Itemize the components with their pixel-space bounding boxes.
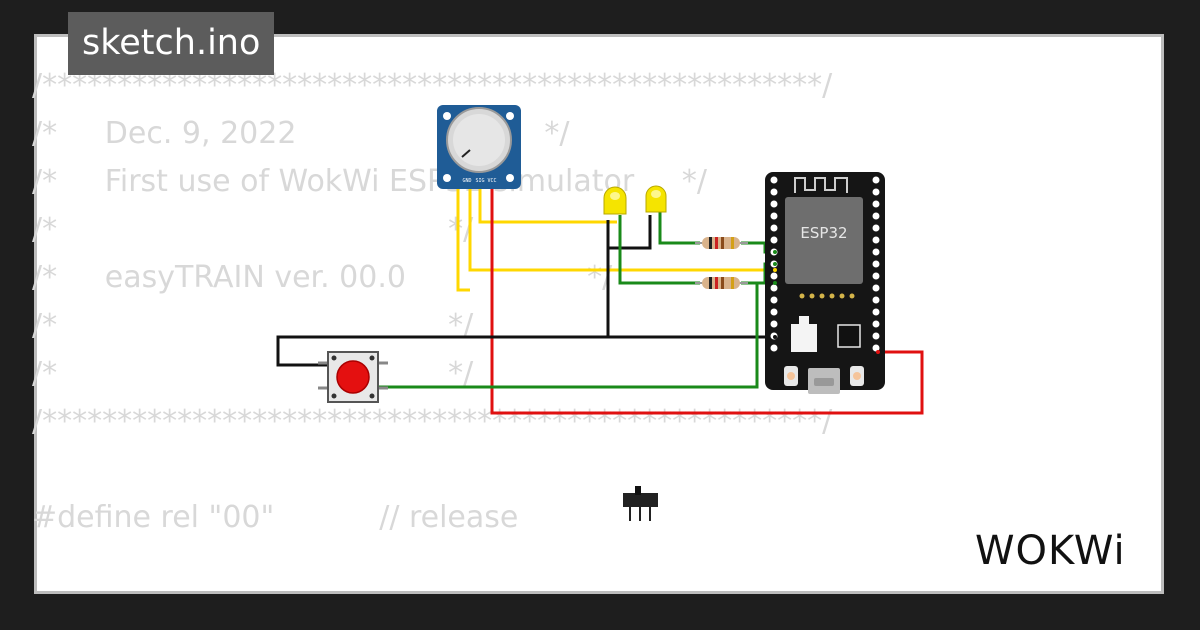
- wire-black[interactable]: [608, 215, 652, 250]
- wire-red[interactable]: [490, 180, 924, 415]
- esp32-board[interactable]: ESP32: [765, 172, 885, 394]
- resistor-2[interactable]: [695, 277, 748, 289]
- code-line: /***************************************…: [32, 404, 833, 439]
- wire-green[interactable]: [618, 215, 700, 285]
- wire-green[interactable]: [658, 212, 700, 245]
- wire-endpoints: [773, 250, 880, 354]
- wokwi-logo: WOKWi: [975, 528, 1126, 574]
- wire-yellow[interactable]: [478, 180, 617, 224]
- code-line: #define rel "00" // release: [32, 500, 519, 535]
- wire-black[interactable]: [276, 335, 608, 367]
- push-button[interactable]: [318, 351, 388, 403]
- wire-green[interactable]: [378, 281, 775, 389]
- file-tab-sketch[interactable]: sketch.ino: [68, 12, 275, 75]
- code-line: /* Dec. 9, 2022 */: [32, 116, 570, 151]
- pot-pin-sig: SIG: [475, 178, 484, 184]
- diagram-canvas[interactable]: [34, 34, 1164, 594]
- code-line: /* */: [32, 356, 474, 391]
- wire-yellow[interactable]: [468, 180, 775, 272]
- pot-pin-vcc: VCC: [487, 178, 496, 184]
- code-line: /* easyTRAIN ver. 00.0 */: [32, 260, 613, 295]
- slide-switch[interactable]: [623, 486, 658, 521]
- knob-pointer: [461, 149, 471, 158]
- led-1[interactable]: [603, 186, 627, 215]
- led-2[interactable]: [645, 185, 667, 213]
- potentiometer[interactable]: GND SIG VCC: [437, 105, 521, 189]
- wire-black[interactable]: [606, 220, 775, 339]
- wires: [276, 180, 924, 415]
- esp32-label: ESP32: [800, 224, 847, 242]
- antenna-icon: [794, 177, 848, 193]
- resistor-1[interactable]: [695, 237, 748, 249]
- pot-pin-gnd: GND: [462, 178, 471, 184]
- wire-yellow[interactable]: [456, 180, 470, 292]
